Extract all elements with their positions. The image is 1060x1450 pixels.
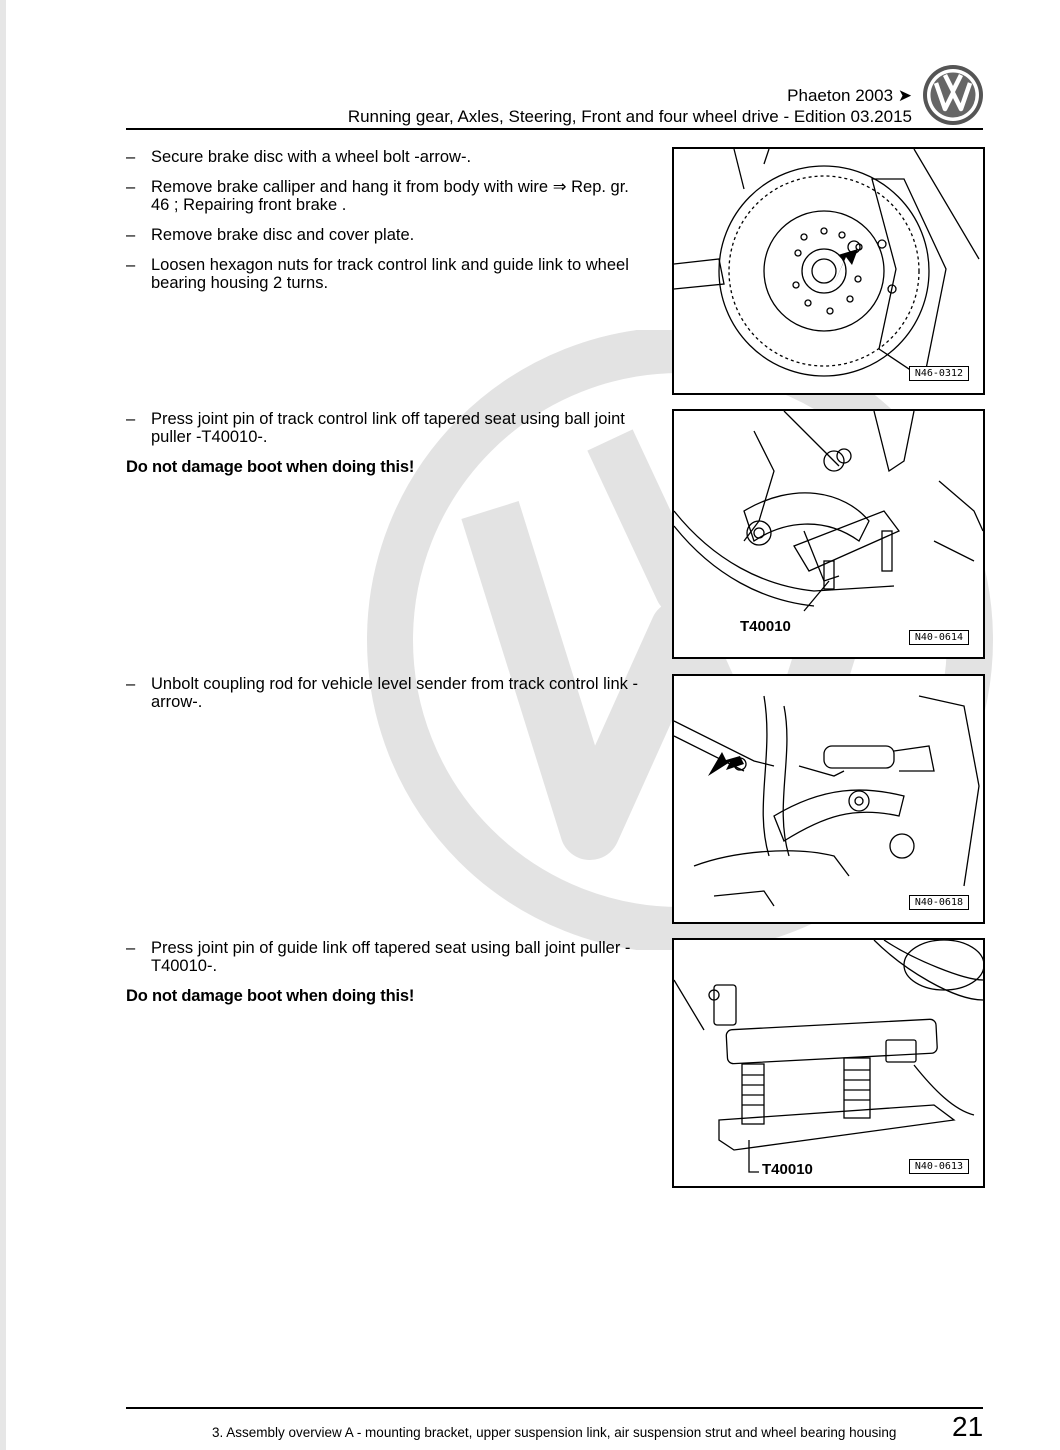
figure-code: N40-0618 xyxy=(908,895,969,910)
footer-rule xyxy=(126,1407,983,1409)
ball-joint-puller-illustration xyxy=(674,411,983,612)
figure-guide-link: T40010 N40-0613 xyxy=(672,938,985,1188)
manual-title: Phaeton 2003 ➤ xyxy=(787,86,912,105)
footer-section-title: 3. Assembly overview A - mounting bracke… xyxy=(212,1425,897,1440)
step-item: – Secure brake disc with a wheel bolt -a… xyxy=(126,148,472,166)
warning-note: Do not damage boot when doing this! xyxy=(126,987,415,1005)
brake-disc-illustration xyxy=(674,149,980,381)
tool-label: T40010 xyxy=(762,1161,813,1178)
header-rule xyxy=(126,128,983,130)
manual-subtitle: Running gear, Axles, Steering, Front and… xyxy=(347,107,912,126)
guide-link-puller-illustration xyxy=(674,940,983,1173)
tool-label: T40010 xyxy=(740,618,791,635)
page-number: 21 xyxy=(952,1411,984,1442)
vw-logo-icon xyxy=(923,65,983,125)
figure-track-control-link: T40010 N40-0614 xyxy=(672,409,985,659)
figure-brake-disc: N46-0312 xyxy=(672,147,985,395)
figure-coupling-rod: N40-0618 xyxy=(672,674,985,924)
step-item: – Unbolt coupling rod for vehicle level … xyxy=(126,675,638,711)
figure-code: N40-0614 xyxy=(908,630,969,645)
page-edge xyxy=(0,0,6,1450)
figure-code: N40-0613 xyxy=(908,1159,969,1174)
warning-note: Do not damage boot when doing this! xyxy=(126,458,415,476)
step-item: – Press joint pin of track control link … xyxy=(126,410,625,446)
coupling-rod-illustration xyxy=(674,695,980,907)
step-item: – Press joint pin of guide link off tape… xyxy=(126,939,631,975)
repair-group-link[interactable]: Remove brake calliper and hang it from b… xyxy=(151,178,629,214)
step-item: – Remove brake disc and cover plate. xyxy=(126,226,415,244)
step-item: – Remove brake calliper and hang it from… xyxy=(126,178,646,214)
figure-code: N46-0312 xyxy=(908,366,969,381)
step-item: – Loosen hexagon nuts for track control … xyxy=(126,256,629,292)
